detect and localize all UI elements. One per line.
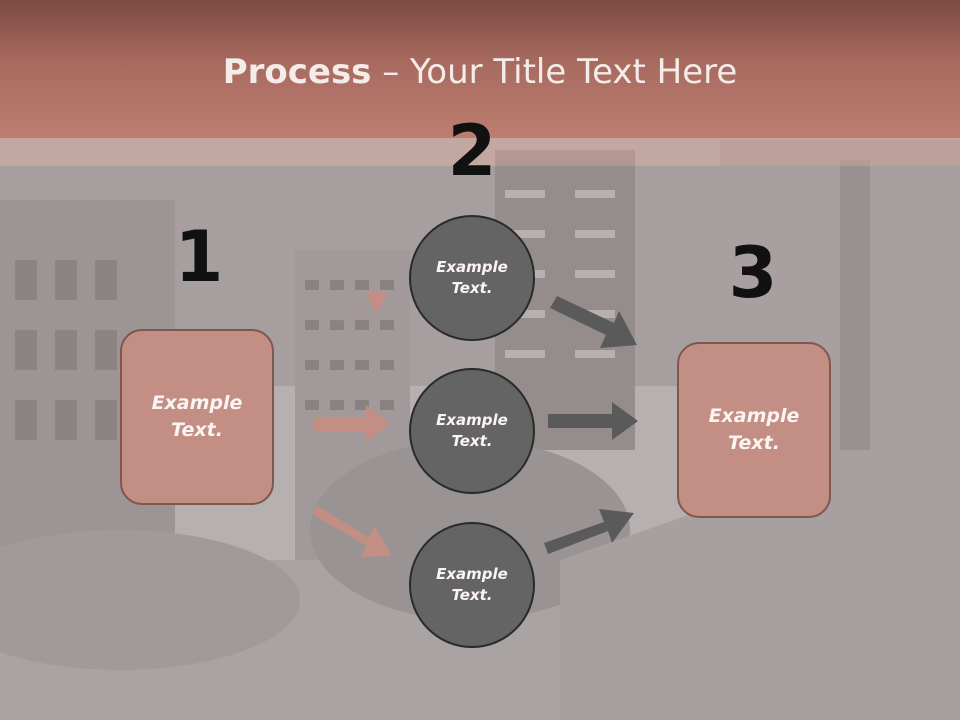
slide-title: Process – Your Title Text Here bbox=[0, 52, 960, 92]
step-2b-text: Example Text. bbox=[436, 411, 508, 450]
title-strip bbox=[0, 138, 960, 166]
step-2c-circle[interactable]: Example Text. bbox=[409, 522, 535, 648]
arrow-2b-to-3 bbox=[548, 402, 638, 440]
step-number-1: 1 bbox=[174, 216, 224, 298]
step-2a-text: Example Text. bbox=[436, 258, 508, 297]
step-2a-circle[interactable]: Example Text. bbox=[409, 215, 535, 341]
step-2b-circle[interactable]: Example Text. bbox=[409, 368, 535, 494]
step-1-box[interactable]: Example Text. bbox=[120, 329, 274, 505]
step-1-text: Example Text. bbox=[151, 392, 243, 441]
arrow-2a-to-3 bbox=[550, 296, 637, 348]
title-rest: – Your Title Text Here bbox=[371, 52, 738, 92]
step-number-3: 3 bbox=[728, 232, 778, 314]
step-2c-text: Example Text. bbox=[436, 565, 508, 604]
arrow-1-to-2b bbox=[314, 405, 390, 443]
arrow-2c-to-3 bbox=[544, 509, 634, 554]
step-3-text: Example Text. bbox=[708, 405, 800, 454]
arrow-1-to-2c bbox=[312, 506, 392, 557]
arrow-1-to-2a bbox=[308, 291, 388, 340]
step-number-2: 2 bbox=[447, 110, 497, 192]
step-3-box[interactable]: Example Text. bbox=[677, 342, 831, 518]
title-bold: Process bbox=[222, 52, 372, 92]
title-band bbox=[0, 0, 960, 138]
